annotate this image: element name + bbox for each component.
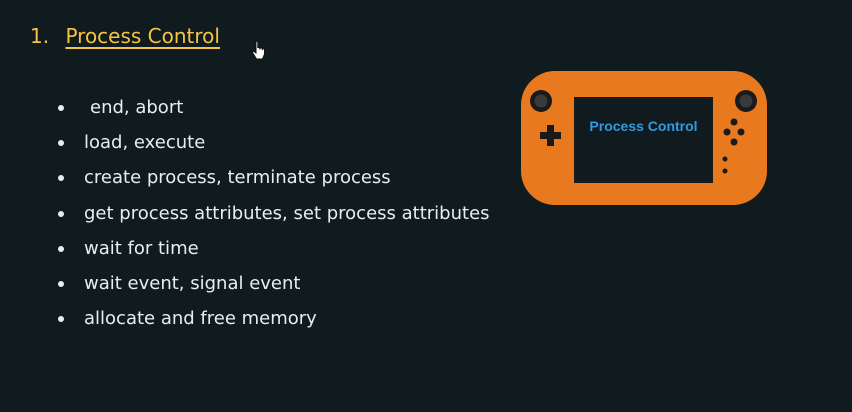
face-buttons-icon (723, 118, 745, 146)
small-button-icon (722, 156, 728, 162)
bullet-dot (58, 316, 64, 323)
list-item-text: wait event, signal event (84, 272, 301, 294)
bullet-dot (58, 140, 64, 147)
list-item-text: end, abort (90, 97, 184, 118)
bullet-dot (58, 245, 64, 252)
list-item-text: create process, terminate process (84, 167, 391, 189)
heading-title: Process Control (65, 24, 220, 48)
heading-number: 1. (30, 24, 50, 48)
bullet-dot (58, 280, 64, 287)
dpad-icon (540, 125, 561, 146)
bullet-dot (58, 175, 64, 182)
list-item-text: allocate and free memory (84, 308, 317, 330)
slide-heading: 1. Process Control (30, 24, 220, 48)
bullet-dot (58, 105, 64, 111)
list-item-text: load, execute (84, 132, 206, 154)
game-console-illustration: Process Control (521, 71, 767, 205)
mouse-pointer-icon (252, 40, 265, 60)
screen-label: Process Control (589, 118, 697, 134)
console-screen (574, 97, 713, 183)
list-item-text: get process attributes, set process attr… (84, 202, 490, 224)
small-button-icon (722, 168, 728, 174)
list-item-text: wait for time (84, 237, 199, 259)
bullet-dot (58, 210, 64, 217)
